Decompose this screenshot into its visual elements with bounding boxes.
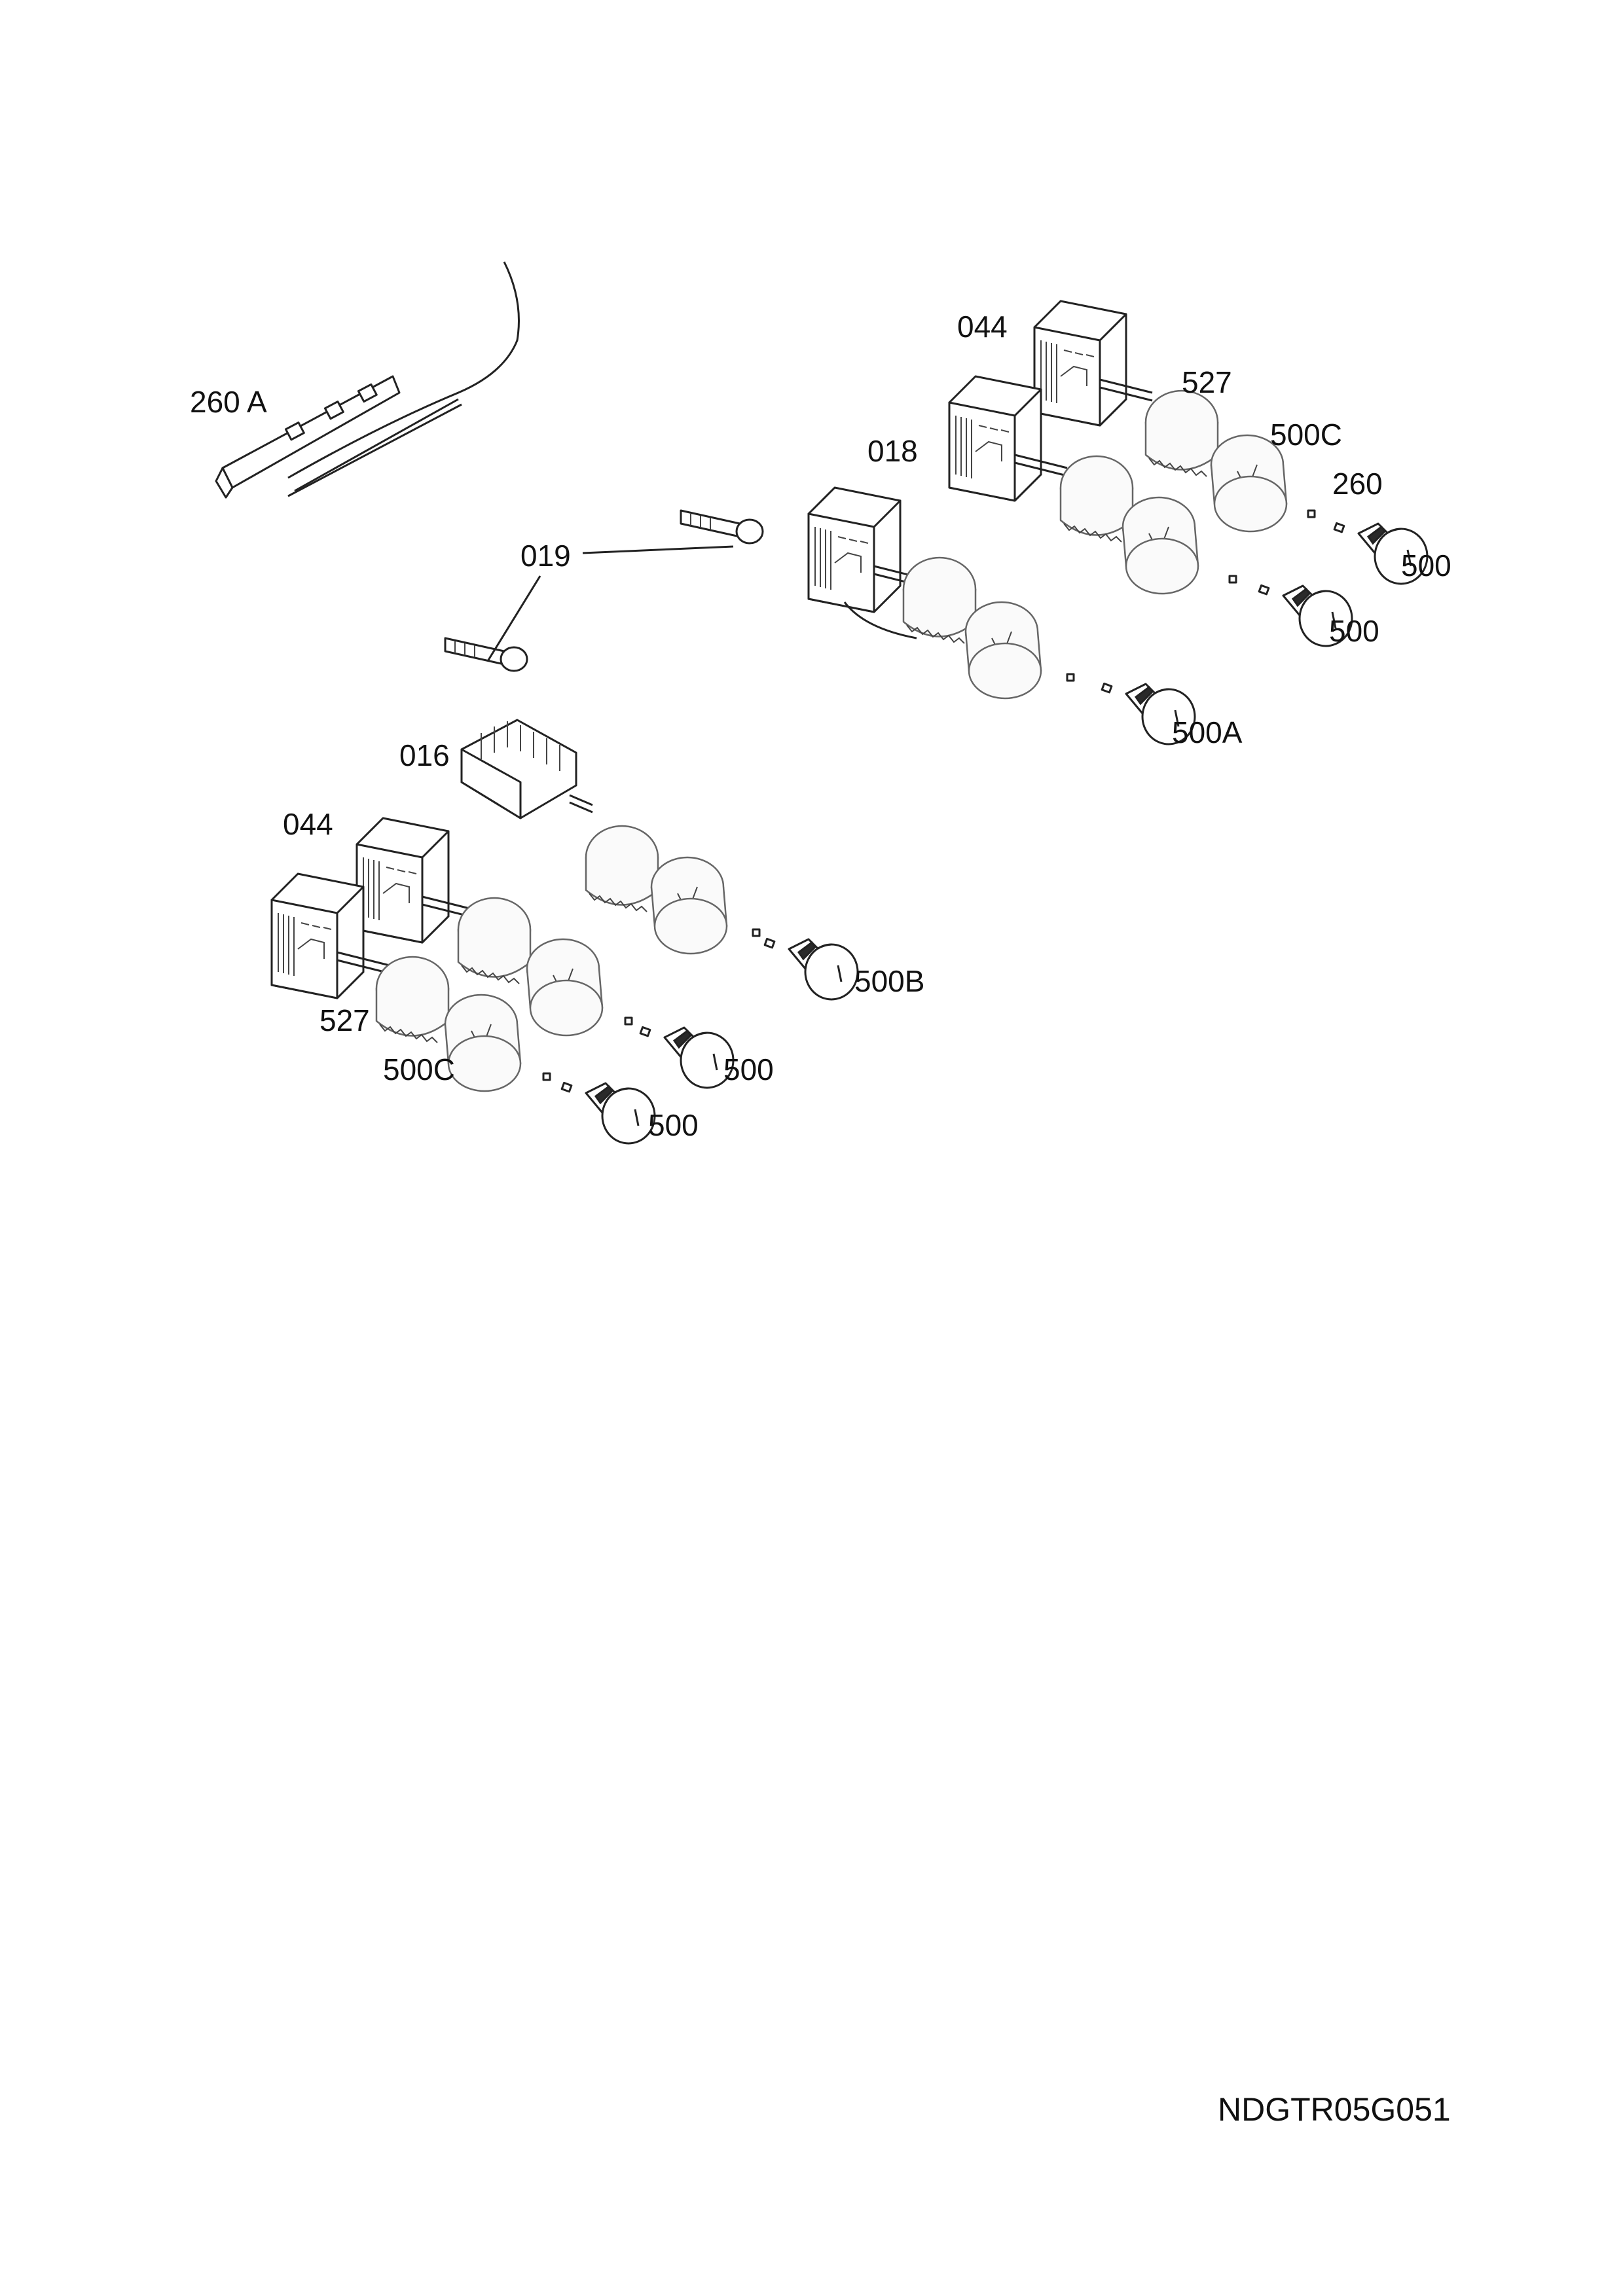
regulator-044-top-rear: [1033, 300, 1154, 427]
label-500-bottom-b: 500: [648, 1108, 699, 1142]
pilot-lamp-upper: [680, 509, 764, 545]
label-500-top-b: 500: [1329, 614, 1379, 648]
label-044-bottom: 044: [283, 807, 333, 841]
label-260: 260: [1332, 467, 1383, 501]
label-500-bottom-a: 500: [723, 1052, 774, 1086]
regulator-044-bottom-rear: [356, 817, 476, 944]
label-500b: 500B: [854, 964, 924, 998]
energy-regulator-018: [807, 486, 928, 639]
pilot-lamp-lower: [444, 637, 528, 672]
leader-lines-019: [486, 545, 734, 662]
label-018: 018: [867, 434, 918, 468]
label-500c-top: 500C: [1270, 418, 1342, 452]
label-019: 019: [520, 539, 571, 573]
top-front-chain: [1059, 455, 1353, 647]
bottom-rear-chain: [457, 897, 735, 1089]
top-rear-chain: [1144, 389, 1429, 585]
bottom-selector-chain: [585, 825, 859, 1001]
selector-switch-016: [460, 719, 593, 819]
top-middle-chain: [902, 556, 1196, 745]
label-500c-bottom: 500C: [383, 1052, 455, 1086]
label-500a: 500A: [1172, 715, 1243, 749]
thermostat-bracket-260a: [215, 261, 520, 499]
label-527-bottom: 527: [319, 1003, 370, 1037]
label-016: 016: [399, 738, 450, 772]
label-500-top-a: 500: [1401, 548, 1451, 583]
label-044-top: 044: [957, 310, 1008, 344]
drawing-number: NDGTR05G051: [1218, 2091, 1451, 2128]
bottom-front-chain: [375, 956, 656, 1145]
label-260a: 260 A: [190, 385, 267, 419]
label-527-top: 527: [1182, 365, 1232, 399]
